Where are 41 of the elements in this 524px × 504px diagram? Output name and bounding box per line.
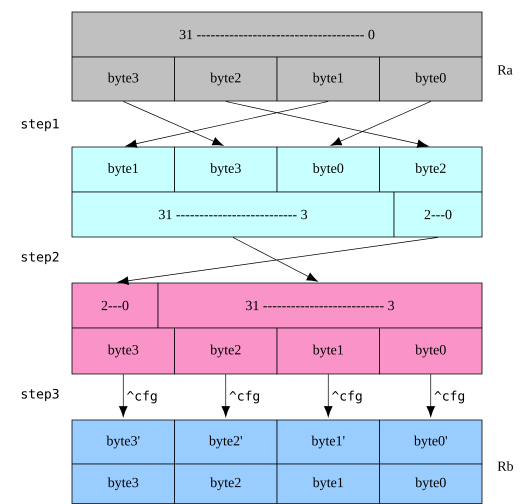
edge-label: ^cfg [332, 390, 362, 404]
byte-cell: byte2 [174, 56, 278, 102]
arrow [118, 237, 438, 285]
byte-cell: byte0 [379, 328, 482, 374]
byte-cell: byte1' [276, 420, 380, 464]
arrow [330, 101, 432, 146]
byte-cell: byte1 [276, 56, 380, 102]
byte-cell: byte3 [72, 328, 175, 374]
bit-range-cell: 2---0 [394, 192, 482, 238]
arrow [232, 237, 318, 282]
arrow [119, 374, 128, 418]
arrow [225, 101, 428, 148]
byte-cell: byte3 [174, 146, 278, 192]
byte-cell: byte0 [379, 464, 482, 504]
byte-cell: byte3' [72, 420, 175, 464]
arrow [426, 374, 435, 418]
byte-cell: byte2' [174, 420, 278, 464]
byte-cell: byte1 [276, 464, 380, 504]
bit-range-cell: 2---0 [72, 282, 158, 328]
byte-cell: byte1 [72, 146, 175, 192]
byte-cell: byte2 [174, 328, 278, 374]
edge-label: ^cfg [434, 390, 464, 404]
arrow [222, 374, 230, 418]
step-label: step3 [22, 388, 59, 402]
byte-cell: byte0' [379, 420, 482, 464]
register-label: Ra [498, 65, 513, 75]
byte-cell: byte0 [379, 56, 482, 102]
byte-cell: byte2 [174, 464, 278, 504]
arrow [324, 374, 332, 418]
byte-cell: byte2 [379, 146, 482, 192]
edge-label: ^cfg [229, 390, 260, 404]
arrow [122, 101, 224, 146]
edge-label: ^cfg [126, 390, 157, 404]
byte-cell: byte3 [72, 56, 175, 102]
register-label: Rb [498, 461, 513, 471]
step-label: step2 [22, 252, 58, 264]
byte-cell: byte0 [276, 146, 380, 192]
byte-cell: byte3 [72, 464, 175, 504]
step-label: step1 [22, 118, 59, 132]
arrow [126, 101, 329, 148]
byte-cell: byte1 [276, 328, 380, 374]
